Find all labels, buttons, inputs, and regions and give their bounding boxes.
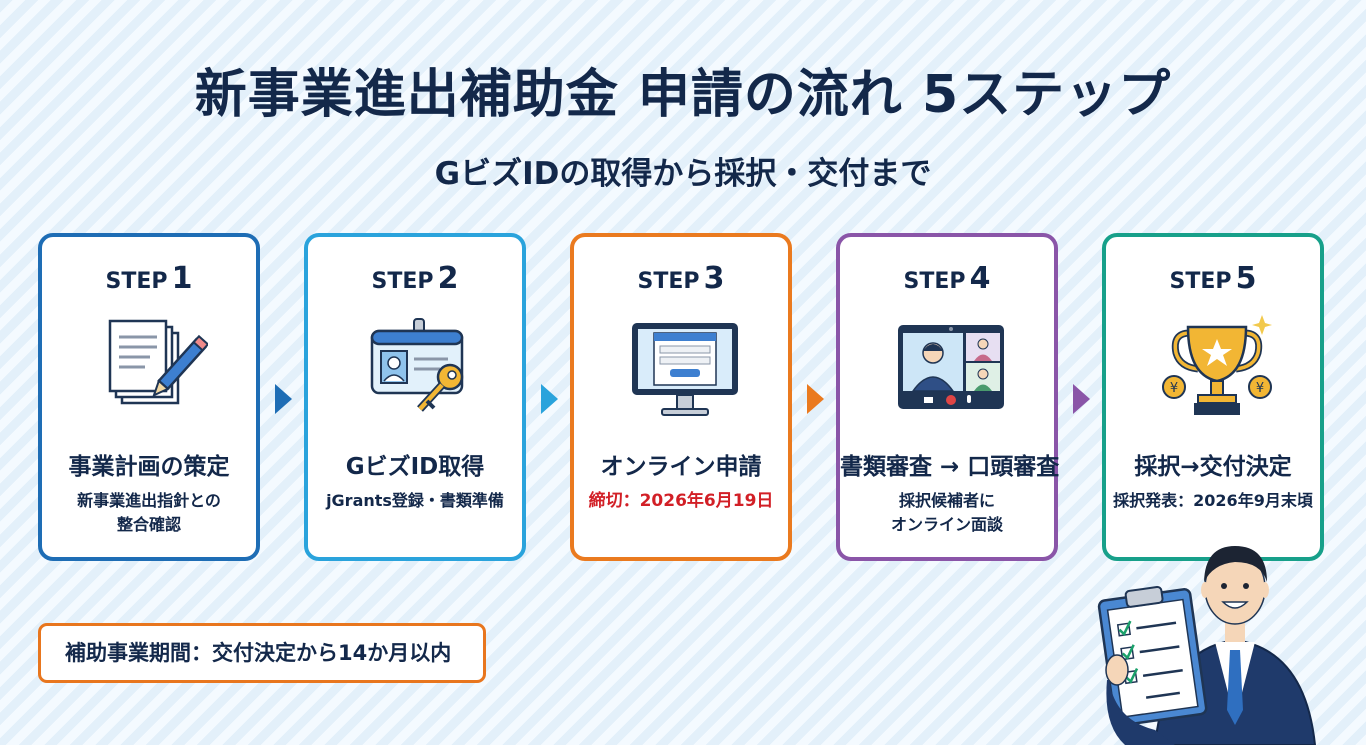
step-description: 採択発表：2026年9月末頃 <box>1113 491 1313 510</box>
step-title: GビズID取得 <box>345 454 485 480</box>
step-word: STEP <box>903 269 966 294</box>
step-title: 採択→交付決定 <box>1134 454 1292 480</box>
arrow-right-icon <box>275 384 292 414</box>
arrow-right-icon <box>541 384 558 414</box>
document-pen-icon <box>108 319 208 405</box>
step-description: jGrants登録・書類準備 <box>326 491 504 510</box>
businessman-clipboard-illustration <box>1097 546 1317 745</box>
step-number: 2 <box>437 261 459 296</box>
step-description: 採択候補者に オンライン面談 <box>890 491 1003 534</box>
arrow-right-icon <box>807 384 824 414</box>
computer-monitor-icon <box>632 323 738 416</box>
step-number: 3 <box>703 261 725 296</box>
svg-text:¥: ¥ <box>1256 381 1264 396</box>
step-title: 書類審査 → 口頭審査 <box>840 454 1060 480</box>
trophy-coins-icon: ¥ ¥ <box>1162 315 1272 415</box>
subsidy-period-note: 補助事業期間：交付決定から14か月以内 <box>38 623 486 683</box>
arrow-right-icon <box>1073 384 1090 414</box>
svg-text:¥: ¥ <box>1170 381 1178 396</box>
step-number: 1 <box>171 261 193 296</box>
video-call-icon <box>898 325 1004 409</box>
step-title: 事業計画の策定 <box>68 454 230 480</box>
step-number: 4 <box>969 261 991 296</box>
step-word: STEP <box>371 269 434 294</box>
step-description: 新事業進出指針との 整合確認 <box>77 491 221 534</box>
page-title: 新事業進出補助金 申請の流れ 5ステップ <box>194 65 1172 125</box>
step-word: STEP <box>1169 269 1232 294</box>
id-card-key-icon <box>370 318 464 412</box>
deadline-text: 締切：2026年6月19日 <box>588 491 774 511</box>
step-number: 5 <box>1235 261 1257 296</box>
step-word: STEP <box>637 269 700 294</box>
page-subtitle: GビズIDの取得から採択・交付まで <box>434 156 932 192</box>
step-title: オンライン申請 <box>600 454 762 480</box>
step-word: STEP <box>105 269 168 294</box>
